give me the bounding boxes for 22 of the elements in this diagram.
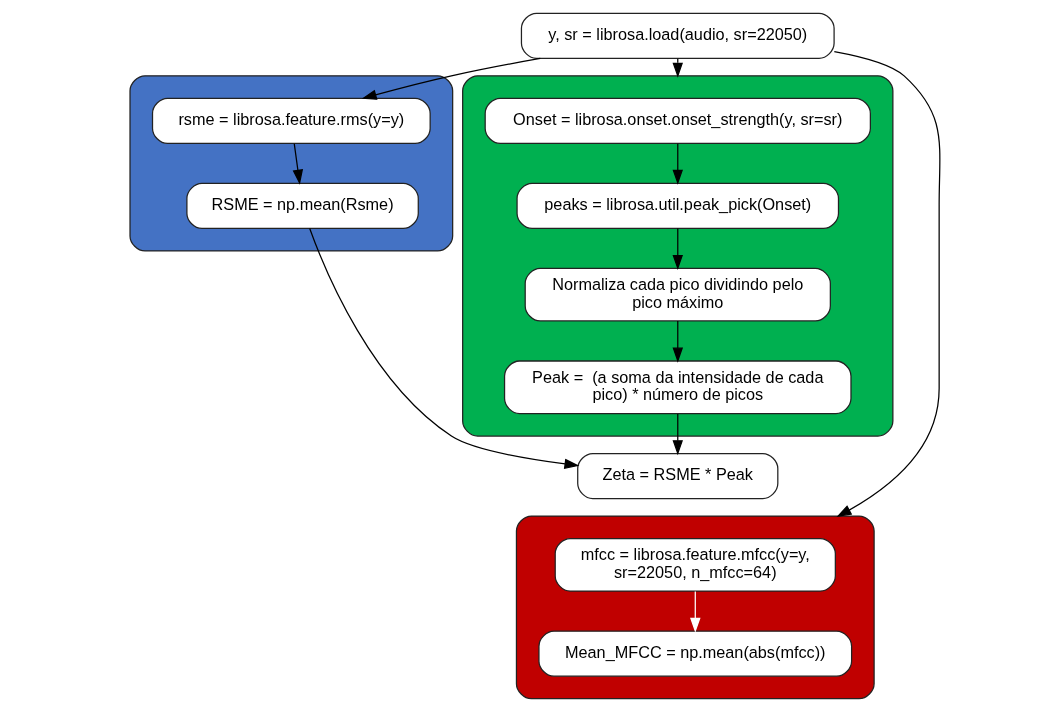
- arrow: [361, 57, 541, 100]
- node-box: y, sr = librosa.load(audio, sr=22050): [520, 12, 835, 59]
- node-box: Peak = (a soma da intensidade de cada pico) * número de picos: [503, 360, 852, 415]
- arrow: [308, 227, 579, 470]
- cluster: [461, 75, 893, 437]
- arrow: [672, 143, 683, 185]
- arrow: [672, 320, 683, 363]
- node-box: rsme = librosa.feature.rms(y=y): [151, 97, 431, 145]
- node-box: peaks = librosa.util.peak_pick(Onset): [515, 182, 839, 230]
- cluster: [128, 75, 453, 252]
- node-box: Onset = librosa.onset.onset_strength(y, sr=sr): [484, 97, 871, 145]
- arrow: [833, 50, 940, 517]
- node-box: RSME = np.mean(Rsme): [185, 182, 419, 230]
- node-box: Normaliza cada pico dividindo pelo pico máximo: [524, 267, 831, 322]
- cluster: [515, 515, 875, 700]
- arrow: [689, 590, 701, 633]
- node-box: Zeta = RSME * Peak: [576, 452, 778, 500]
- arrow: [292, 143, 303, 185]
- node-box: Mean_MFCC = np.mean(abs(mfcc)): [537, 630, 852, 677]
- arrow: [672, 413, 683, 456]
- arrow: [672, 227, 683, 270]
- node-box: mfcc = librosa.feature.mfcc(y=y, sr=22050, n_mfcc=64): [554, 537, 836, 592]
